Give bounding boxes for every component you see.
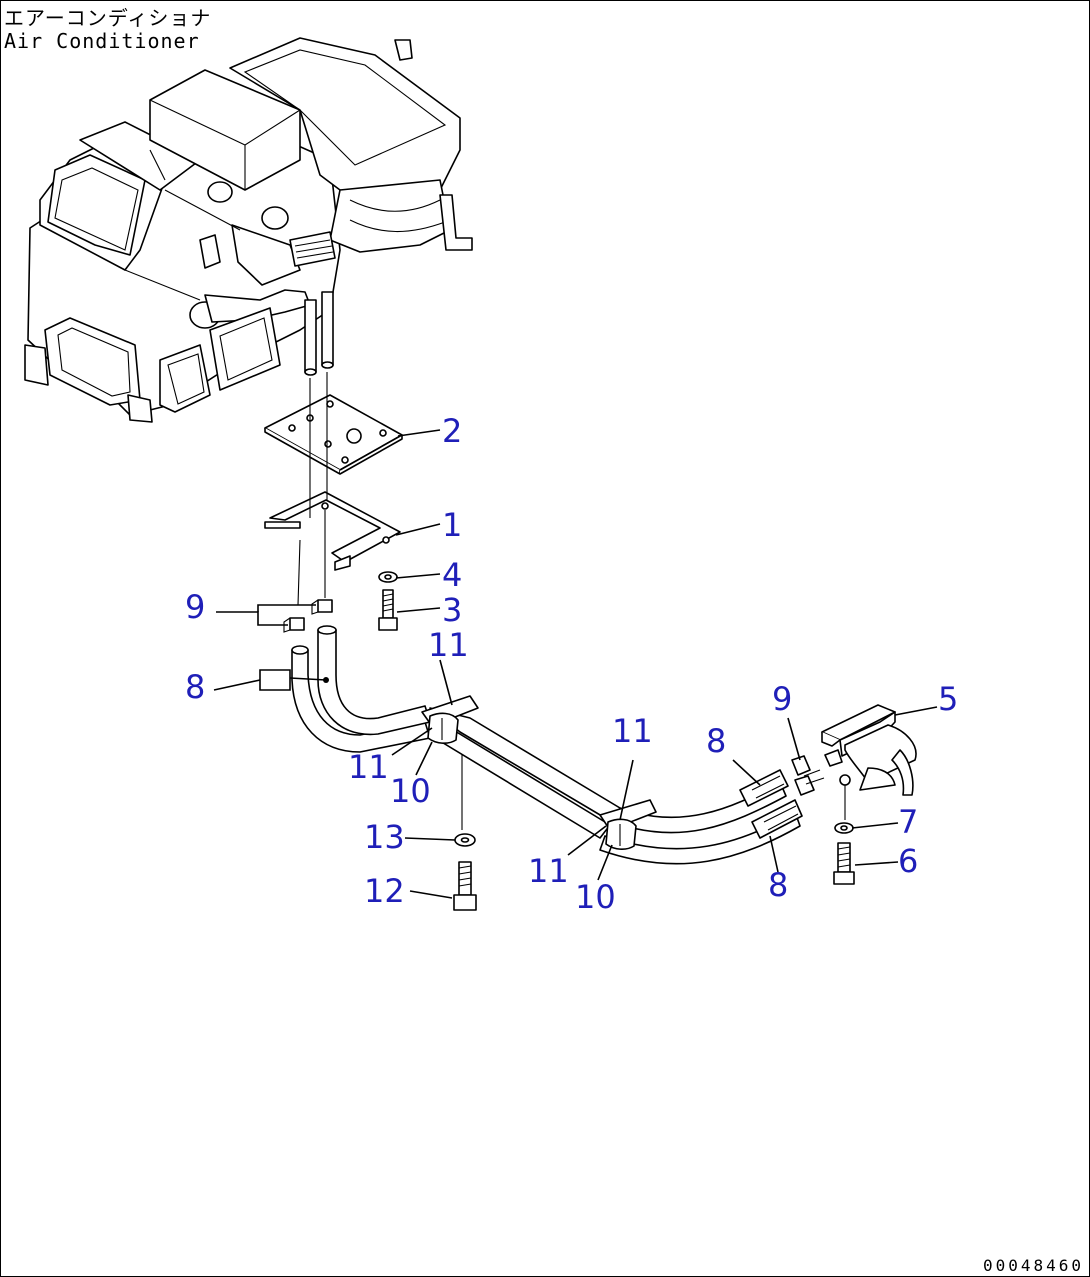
washer-part-13 bbox=[454, 833, 476, 847]
callout-11-lower-left: 11 bbox=[348, 748, 389, 786]
callout-11-lower-right: 11 bbox=[528, 852, 569, 890]
bolt-part-3 bbox=[378, 589, 398, 631]
tube-assembly bbox=[429, 707, 801, 865]
callout-8-upper-right: 8 bbox=[706, 722, 726, 760]
callout-12: 12 bbox=[364, 872, 405, 910]
air-conditioner-unit bbox=[24, 37, 473, 423]
plate-part-2 bbox=[264, 394, 403, 475]
callout-labels: 2 1 4 3 9 8 11 11 10 13 12 11 11 10 8 8 … bbox=[185, 412, 958, 916]
callout-10-right: 10 bbox=[575, 878, 616, 916]
callout-10-left: 10 bbox=[390, 772, 431, 810]
washer-part-4 bbox=[378, 571, 398, 583]
callout-1: 1 bbox=[442, 506, 462, 544]
callout-9-right: 9 bbox=[772, 680, 792, 718]
clamp-part-9-right bbox=[791, 755, 825, 796]
callout-13: 13 bbox=[364, 818, 405, 856]
hose-part-8-left bbox=[291, 625, 431, 753]
bracket-part-5 bbox=[821, 704, 917, 796]
callout-11-top-left: 11 bbox=[428, 626, 469, 664]
bolt-part-12 bbox=[453, 861, 477, 911]
washer-part-7 bbox=[834, 822, 854, 834]
bracket-part-1 bbox=[264, 491, 401, 571]
callout-2: 2 bbox=[442, 412, 462, 450]
callout-8-lower-right: 8 bbox=[768, 866, 788, 904]
title-english: Air Conditioner bbox=[4, 29, 200, 53]
title-japanese: エアーコンディショナ bbox=[4, 6, 212, 30]
drawing-number: 00048460 bbox=[982, 1256, 1084, 1275]
hose-part-8-right bbox=[739, 769, 803, 839]
callout-5: 5 bbox=[938, 680, 958, 718]
leader-lines bbox=[213, 429, 938, 899]
bolt-part-6 bbox=[833, 842, 855, 885]
callout-3: 3 bbox=[442, 591, 462, 629]
clamp-part-9-left bbox=[283, 599, 333, 633]
callout-8-left: 8 bbox=[185, 668, 205, 706]
callout-6: 6 bbox=[898, 842, 918, 880]
callout-7: 7 bbox=[898, 803, 918, 841]
callout-11-top-right: 11 bbox=[612, 712, 653, 750]
clip-part-10-left bbox=[421, 695, 479, 744]
callout-4: 4 bbox=[442, 556, 462, 594]
callout-9-left: 9 bbox=[185, 588, 205, 626]
